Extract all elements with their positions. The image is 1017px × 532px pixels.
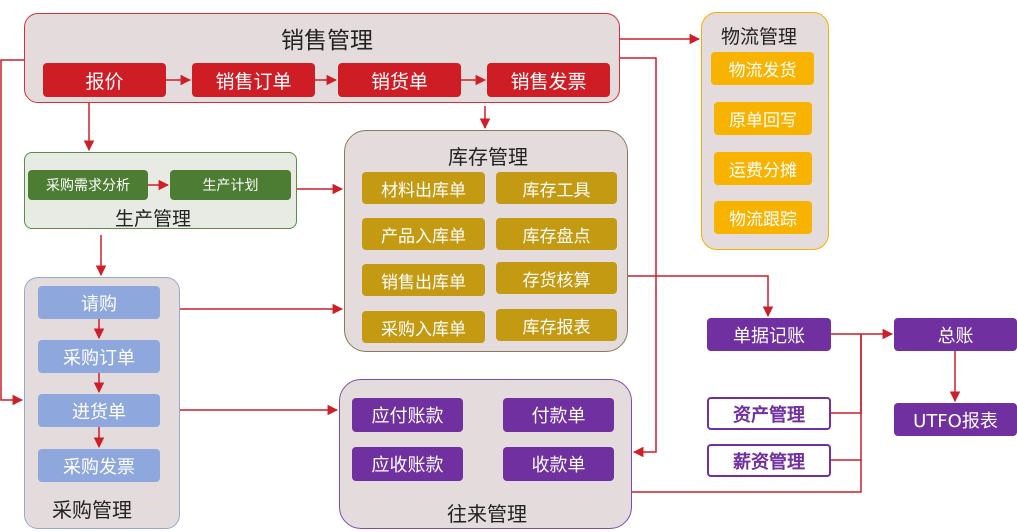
production-plan-node[interactable]: 生产计划 <box>170 170 291 200</box>
purchase-invoice-node[interactable]: 采购发票 <box>38 449 160 482</box>
purchase-demand-analysis-node[interactable]: 采购需求分析 <box>28 170 148 200</box>
purchase-management-title: 采购管理 <box>52 498 132 522</box>
wire-asset-to-ledger <box>831 334 862 414</box>
inventory-report-node[interactable]: 库存报表 <box>496 309 617 341</box>
purchase-request-node[interactable]: 请购 <box>38 286 160 319</box>
production-management-title: 生产管理 <box>115 208 192 230</box>
voucher-posting-node[interactable]: 单据记账 <box>707 318 831 351</box>
purchase-inbound-node[interactable]: 采购入库单 <box>362 311 485 343</box>
logistics-tracking-node[interactable]: 物流跟踪 <box>714 201 812 234</box>
salary-management-node[interactable]: 薪资管理 <box>707 444 831 477</box>
accounts-payable-node[interactable]: 应付账款 <box>352 398 463 432</box>
general-ledger-node[interactable]: 总账 <box>894 318 1017 351</box>
quote-node[interactable]: 报价 <box>43 63 166 97</box>
inventory-costing-node[interactable]: 存货核算 <box>496 262 617 294</box>
asset-management-node[interactable]: 资产管理 <box>707 397 831 430</box>
purchase-order-node[interactable]: 采购订单 <box>38 340 160 373</box>
sales-management-title: 销售管理 <box>281 28 373 54</box>
inventory-management-title: 库存管理 <box>448 145 528 169</box>
sales-outbound-node[interactable]: 销售出库单 <box>362 264 485 296</box>
current-accounts-title: 往来管理 <box>447 502 527 526</box>
logistics-shipping-node[interactable]: 物流发货 <box>711 52 814 85</box>
order-writeback-node[interactable]: 原单回写 <box>714 102 812 135</box>
sales-delivery-node[interactable]: 销货单 <box>338 63 461 97</box>
receipt-node[interactable]: 收款单 <box>503 447 614 481</box>
product-inbound-node[interactable]: 产品入库单 <box>362 218 485 250</box>
material-outbound-node[interactable]: 材料出库单 <box>362 172 485 204</box>
logistics-management-title: 物流管理 <box>721 26 798 48</box>
goods-receipt-node[interactable]: 进货单 <box>38 394 160 427</box>
freight-allocation-node[interactable]: 运费分摊 <box>714 152 812 185</box>
arrow-inventory-to-voucher <box>628 275 774 318</box>
sales-invoice-node[interactable]: 销售发票 <box>487 63 610 97</box>
accounts-receivable-node[interactable]: 应收账款 <box>352 447 463 481</box>
stock-count-node[interactable]: 库存盘点 <box>496 218 617 250</box>
sales-order-node[interactable]: 销售订单 <box>192 63 315 97</box>
inventory-tools-node[interactable]: 库存工具 <box>496 172 617 204</box>
arrow-sales-to-purchase <box>0 59 24 406</box>
payment-node[interactable]: 付款单 <box>503 398 614 432</box>
utfo-report-node[interactable]: UTFO报表 <box>894 403 1017 436</box>
